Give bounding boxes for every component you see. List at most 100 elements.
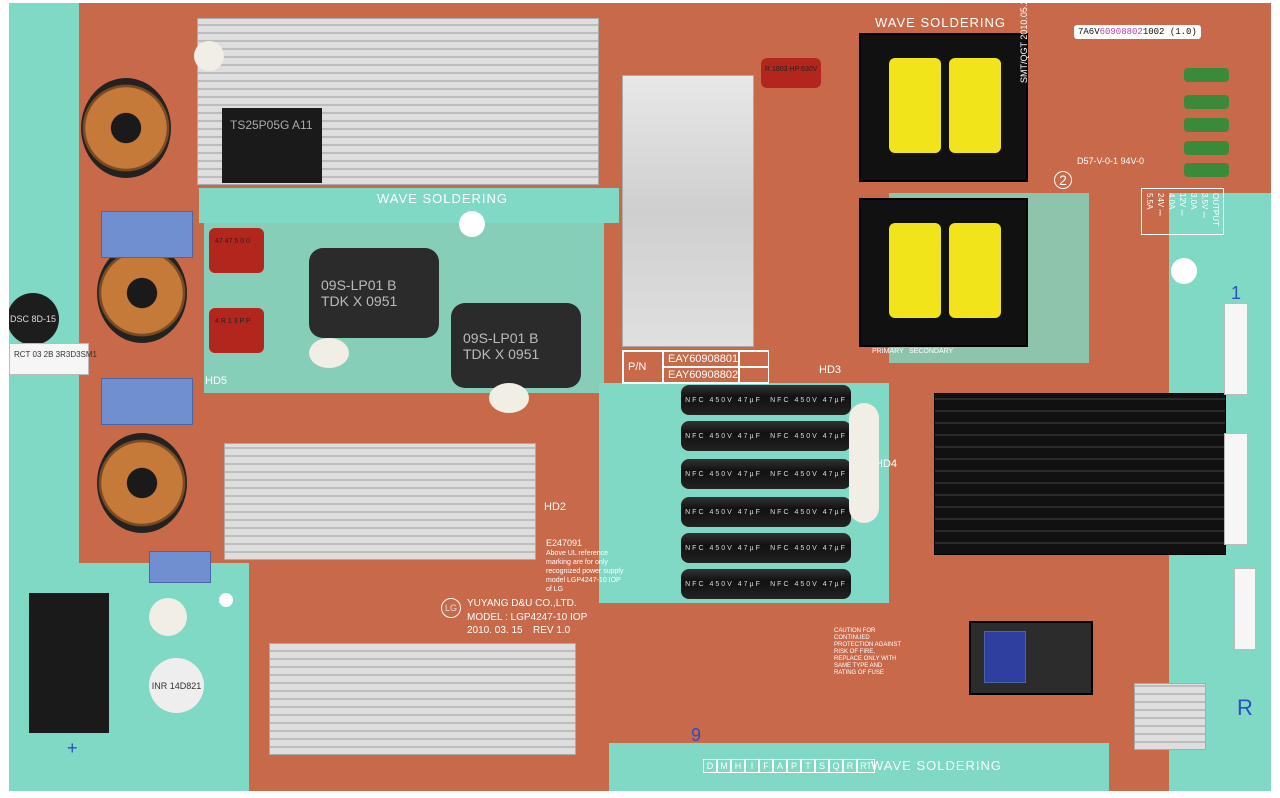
inspection-cell: T — [801, 759, 815, 773]
pfc-choke: 09S-LP01 B TDK X 0951 — [451, 303, 581, 388]
cap-label: NFC 450V 47µF — [770, 544, 847, 552]
x-capacitor-label: R 1803 HP 630V — [765, 66, 818, 73]
pfc-choke: 09S-LP01 B TDK X 0951 — [309, 248, 439, 338]
pn-empty — [739, 367, 770, 383]
main-transformer — [859, 198, 1028, 347]
barcode-label: 7A6V609088021002 (1.0) — [1074, 25, 1201, 39]
inspection-cell: M — [717, 759, 731, 773]
main-transformer — [859, 33, 1028, 182]
cap-label: NFC 450V 47µF — [770, 432, 847, 440]
pfc-choke-label-2: TDK X 0951 — [321, 293, 398, 309]
heatsink — [224, 443, 536, 560]
output-connector — [1224, 433, 1248, 545]
bridge-rectifier: TS25P05G A11 — [222, 108, 322, 183]
toroid-inductor — [97, 433, 187, 533]
inspection-cell: S — [815, 759, 829, 773]
output-row: 12V ⎓ 4.0A — [1167, 193, 1187, 216]
heat-zone-label: HD5 — [205, 375, 228, 387]
fuse-caution: CAUTION FOR CONTINUED PROTECTION AGAINST… — [834, 628, 901, 676]
film-capacitor: 4 R 1 3 P P — [209, 308, 264, 353]
cap-label: NFC 450V 47µF — [770, 396, 847, 404]
circle-number: 2 — [1054, 171, 1072, 189]
cap-label: NFC 450V 47µF — [685, 396, 762, 404]
pn-label: P/N — [623, 351, 663, 383]
resistor — [1184, 163, 1229, 177]
cap-label: NFC 450V 47µF — [770, 470, 847, 478]
cap-label: NFC 450V 47µF — [685, 470, 762, 478]
transformer-winding — [889, 58, 941, 153]
lg-logo: LG — [441, 598, 461, 618]
power-resistor-label: RCT 03 2B 3R3D3SM1 — [14, 350, 97, 359]
handwritten-mark: R — [1237, 695, 1253, 720]
trace-region — [199, 188, 619, 223]
resistor — [1184, 95, 1229, 109]
inspection-cell: H — [731, 759, 745, 773]
inspection-cell: F — [759, 759, 773, 773]
inspection-cell: Q — [829, 759, 843, 773]
film-capacitor: 47 47 5 0 0 — [209, 228, 264, 273]
glue-blob — [489, 383, 529, 413]
heat-zone-label: HD2 — [544, 501, 567, 513]
film-capacitor-label: 4 R 1 3 P P — [215, 318, 251, 325]
electrolytic-capacitor: NFC 450V 47µF NFC 450V 47µF — [681, 385, 851, 415]
part-number-2: EAY60908802 — [663, 367, 740, 383]
mounting-hole — [1171, 258, 1197, 284]
barcode-prefix: 7A6V — [1078, 27, 1100, 37]
resistor — [1184, 118, 1229, 132]
glue-blob — [849, 403, 879, 523]
inspection-cell: RT — [857, 759, 875, 773]
electrolytic-capacitor: NFC 450V 47µF NFC 450V 47µF — [681, 421, 851, 451]
heatsink — [269, 643, 576, 755]
ul-note: Above UL reference marking are for only … — [546, 550, 624, 593]
electrolytic-capacitor: NFC 450V 47µF NFC 450V 47µF — [681, 459, 851, 489]
glue-blob — [309, 338, 349, 368]
glue-blob — [194, 41, 224, 71]
transformer-winding — [949, 223, 1001, 318]
resistor — [1184, 68, 1229, 82]
trace-region — [609, 743, 1109, 791]
inspection-table: D M H I F A P T S Q R RT — [703, 759, 875, 773]
mounting-hole — [459, 211, 485, 237]
handwritten-mark: 1 — [1231, 283, 1242, 303]
output-row: 3.5V ⎓ 3.0A — [1189, 193, 1209, 219]
output-connector — [1224, 303, 1248, 395]
cap-label: NFC 450V 47µF — [770, 580, 847, 588]
standby-winding — [984, 631, 1026, 683]
glue-blob — [149, 598, 187, 636]
resistor — [1184, 141, 1229, 155]
pcb-board: TS25P05G A11 WAVE SOLDERING 47 47 5 0 0 … — [9, 3, 1271, 791]
pfc-choke-label-2: TDK X 0951 — [463, 345, 540, 362]
wave-soldering-label: WAVE SOLDERING — [875, 15, 1007, 30]
output-connector — [1234, 568, 1256, 650]
x-capacitor — [149, 551, 211, 583]
film-capacitor-label: 47 47 5 0 0 — [215, 238, 251, 245]
heatsink — [1134, 683, 1206, 750]
heat-zone-label: HD3 — [819, 364, 842, 376]
x-capacitor — [101, 378, 193, 425]
cap-label: NFC 450V 47µF — [770, 508, 847, 516]
trace-region — [599, 383, 889, 603]
pfc-choke-label-1: 09S-LP01 B — [463, 329, 539, 346]
electrolytic-capacitor: NFC 450V 47µF NFC 450V 47µF — [681, 533, 851, 563]
ac-input-connector — [29, 593, 109, 733]
barcode-highlight: 60908802 — [1099, 27, 1143, 37]
date-label: 2010. 03. 15 — [467, 625, 523, 636]
wave-soldering-label: WAVE SOLDERING — [871, 758, 1003, 773]
inspection-cell: A — [773, 759, 787, 773]
cap-label: NFC 450V 47µF — [685, 580, 762, 588]
secondary-label: SECONDARY — [909, 348, 954, 355]
x-capacitor — [101, 211, 193, 258]
inrush-limiter-label: INR 14D821 — [151, 680, 202, 691]
cap-label: NFC 450V 47µF — [685, 544, 762, 552]
manufacturer-label: YUYANG D&U CO.,LTD. — [467, 598, 577, 609]
part-number-box: P/N EAY60908801 EAY60908802 — [622, 350, 770, 384]
handwritten-mark: 9 — [691, 725, 702, 745]
x-capacitor-red: R 1803 HP 630V — [761, 58, 821, 88]
heat-zone-label: HD4 — [875, 458, 898, 470]
thermistor-label: DSC 8D-15 — [9, 314, 56, 324]
barcode-suffix: 1002 (1.0) — [1142, 27, 1197, 37]
cap-label: NFC 450V 47µF — [685, 432, 762, 440]
output-spec-box: OUTPUT 3.5V ⎓ 3.0A 12V ⎓ 4.0A 24V ⎓ 5.5A — [1141, 188, 1224, 235]
ul-code: E247091 — [546, 538, 583, 548]
